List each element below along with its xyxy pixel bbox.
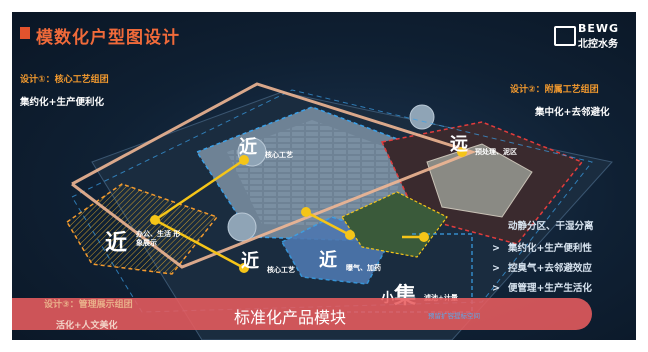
logo-icon: [554, 26, 576, 46]
connector-dots: [150, 147, 467, 273]
expansion-note: 预留扩容提标空间: [428, 312, 480, 320]
group1-title: 设计①：核心工艺组团: [20, 75, 109, 85]
logo-cn: 北控水务: [578, 39, 618, 50]
group3-title: 设计③：管理展示组团: [44, 300, 133, 310]
zone-core-bottom-char: 近: [241, 251, 259, 272]
group2-title: 设计②：附属工艺组团: [510, 85, 599, 95]
zone-aeration-char: 近: [319, 250, 337, 271]
title-accent-bar: [20, 27, 30, 39]
principle-item-1: > 集约化+生产便利性: [492, 240, 592, 254]
page-title: 模数化户型图设计: [36, 28, 180, 48]
zone-aeration-label: 曝气、加药: [346, 264, 381, 272]
group-frame: [71, 82, 477, 269]
principle-item-2: > 控臭气+去邻避效应: [492, 260, 592, 274]
company-logo: BEWG 北控水务: [554, 20, 628, 50]
zone-office-label: 办公、生活 形象展示: [136, 230, 181, 247]
banner-title: 标准化产品模块: [234, 308, 347, 327]
zone-pre-char: 远: [450, 134, 468, 155]
principle-text-2: 控臭气+去邻避效应: [507, 263, 592, 274]
slide: 模数化户型图设计 BEWG 北控水务 设计①：核心工艺组团 集约化+生产便利化 …: [12, 12, 636, 340]
principle-item-3: > 便管理+生产生活化: [492, 280, 592, 294]
group1-subtitle: 集约化+生产便利化: [20, 97, 104, 108]
plant-illustration: [65, 82, 613, 340]
logo-en: BEWG: [578, 22, 620, 35]
zone-office-char: 近: [105, 231, 128, 256]
group2-subtitle: 集中化+去邻避化: [535, 107, 610, 118]
zone-core-bottom-label: 核心工艺: [267, 266, 295, 274]
zone-core-top-label: 核心工艺: [265, 151, 293, 159]
site-boundary: [71, 89, 593, 313]
arrow-icon: >: [492, 263, 500, 274]
principle-text-3: 便管理+生产生活化: [507, 283, 592, 294]
arrow-icon: >: [492, 243, 500, 254]
office-zone: [65, 183, 219, 275]
zone-pre-label: 预处理、泥区: [475, 148, 517, 156]
zone-core-top-char: 近: [239, 137, 257, 158]
principle-text-1: 集约化+生产便利性: [507, 243, 592, 254]
group3-subtitle: 活化+人文美化: [56, 321, 118, 331]
banner: [12, 298, 592, 330]
arrow-icon: >: [492, 283, 500, 294]
principles-title: 动静分区、干湿分离: [508, 221, 594, 232]
